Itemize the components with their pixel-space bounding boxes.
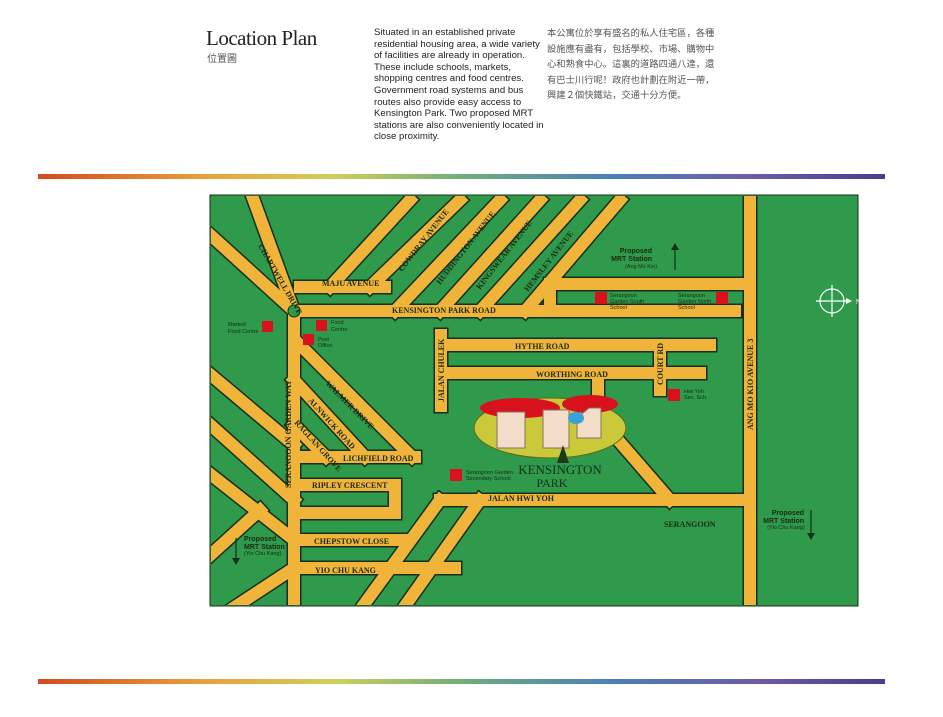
market-label-2: Food Centre — [228, 329, 259, 335]
svg-text:MRT Station: MRT Station — [763, 518, 804, 525]
kensington-park-logo: KENSINGTON — [518, 462, 602, 477]
sgn-label-1: Serangoon — [678, 293, 705, 299]
sgs-label-1: Serangoon — [610, 293, 637, 299]
food-centre-marker — [316, 320, 327, 331]
sg-south-school-marker — [595, 292, 607, 304]
road — [386, 196, 509, 320]
hwi-yoh-school-marker — [668, 389, 680, 401]
svg-text:MRT Station: MRT Station — [244, 544, 285, 551]
road — [211, 417, 303, 509]
sgn-label-3: School — [678, 305, 695, 311]
mrt-yio-chu-kang-east: Proposed MRT Station (Yio Chu Kang) — [763, 510, 815, 540]
rainbow-divider-top — [38, 174, 885, 179]
road-label-lichfield: LICHFIELD ROAD — [343, 454, 414, 463]
post-office-label-2: Office — [318, 343, 332, 349]
kensington-park-illustration — [473, 395, 627, 463]
road — [211, 367, 303, 454]
road — [361, 196, 469, 296]
road — [291, 336, 421, 466]
sgn-label-2: Garden North — [678, 299, 711, 305]
svg-text:Proposed: Proposed — [772, 510, 804, 517]
svg-text:Proposed: Proposed — [244, 536, 276, 543]
road-label-chulek: JALAN CHULEK — [437, 338, 446, 402]
sg-secondary-school-marker — [450, 469, 462, 481]
road-label-amk: ANG MO KIO AVENUE 3 — [746, 339, 755, 430]
hy-label-2: Sec. Sch. — [684, 395, 708, 401]
svg-text:MRT Station: MRT Station — [611, 256, 652, 263]
compass-icon: N — [816, 285, 861, 317]
road-label-kensington-park-road: KENSINGTON PARK ROAD — [392, 306, 496, 315]
description-zh: 本公寓位於享有盛名的私人住宅區，各種設施應有盡有，包括學校、市場、購物中心和熟食… — [547, 28, 715, 101]
sgsec-label-2: Secondary School — [466, 476, 511, 482]
post-office-marker — [303, 334, 314, 345]
svg-text:N: N — [856, 299, 861, 306]
road-label-sgw: SERANGOON GARDEN WAY — [284, 380, 293, 488]
road — [321, 196, 419, 296]
road — [211, 467, 303, 549]
mrt-ang-mo-kio: Proposed MRT Station (Ang Mo Kio) — [611, 243, 679, 270]
road-label-chepstow: CHEPSTOW CLOSE — [314, 537, 389, 546]
road — [431, 196, 549, 320]
food-centre-label: Food — [331, 320, 344, 326]
svg-text:(Yio Chu Kang): (Yio Chu Kang) — [767, 525, 805, 531]
sgsec-label-1: Serangoon Garden — [466, 470, 513, 476]
post-office-label: Post — [318, 337, 329, 343]
road-label-maju: MAJU AVENUE — [322, 279, 379, 288]
road-label-worthing: WORTHING ROAD — [536, 370, 608, 379]
road — [398, 491, 489, 605]
description: Situated in an established private resid… — [374, 27, 544, 143]
market-food-centre-marker — [262, 321, 273, 332]
svg-text:Proposed: Proposed — [620, 248, 652, 255]
page-title-zh: 位置圖 — [207, 54, 237, 65]
sgs-label-3: School — [610, 305, 627, 311]
road — [356, 491, 449, 605]
hy-label-1: Hwi Yoh — [684, 389, 704, 395]
road — [245, 196, 302, 319]
road-label-yck: YIO CHU KANG — [315, 566, 376, 575]
rainbow-divider-bottom — [38, 679, 885, 684]
road — [211, 227, 303, 320]
road-label-ripley: RIPLEY CRESCENT — [312, 481, 388, 490]
svg-text:(Ang Mo Kio): (Ang Mo Kio) — [625, 264, 657, 270]
market-label: Market/ — [228, 322, 247, 328]
road — [516, 196, 629, 320]
road-label-hythe: HYTHE ROAD — [515, 342, 570, 351]
road — [226, 559, 303, 605]
road-label-court: COURT RD — [656, 343, 665, 385]
area-label-serangoon: SERANGOON — [664, 520, 716, 529]
road — [471, 196, 589, 320]
svg-text:(Yio Chu Kang): (Yio Chu Kang) — [244, 551, 282, 557]
sg-north-school-marker — [716, 292, 728, 304]
road-label-hwiyoh: JALAN HWI YOH — [488, 494, 555, 503]
page-title: Location Plan — [206, 26, 317, 50]
road — [609, 431, 679, 509]
kensington-park-logo-2: PARK — [537, 476, 568, 490]
sgs-label-2: Garden South — [610, 299, 644, 305]
road — [211, 501, 269, 563]
mrt-yio-chu-kang-west: Proposed MRT Station (Yio Chu Kang) — [232, 536, 285, 565]
roundabout — [287, 304, 301, 318]
food-centre-label-2: Centre — [331, 327, 348, 333]
road — [285, 371, 374, 466]
